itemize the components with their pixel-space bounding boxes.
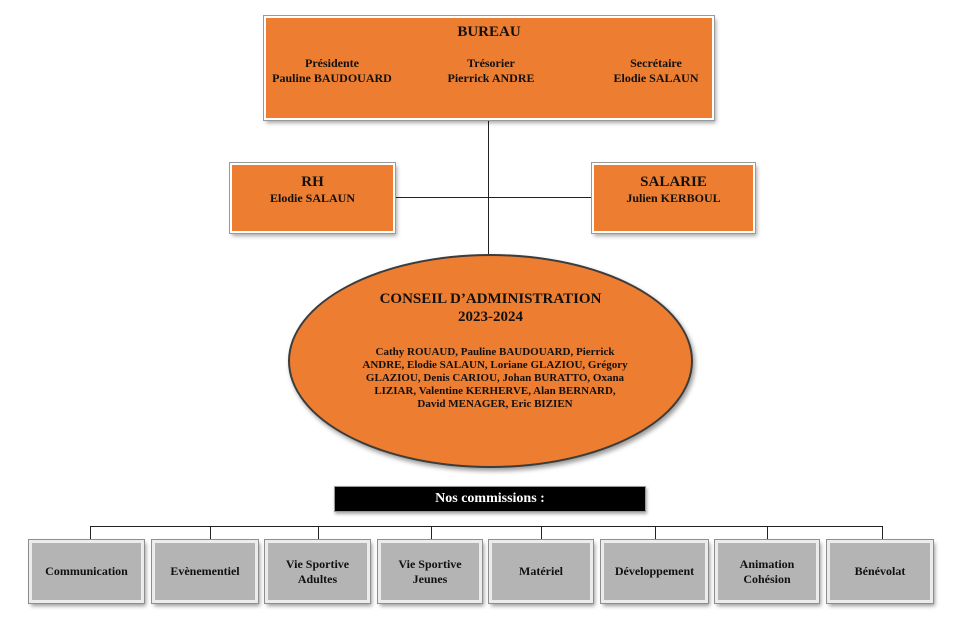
officer-role: Trésorier bbox=[467, 56, 515, 70]
commission-vie-sportive-jeunes: Vie Sportive Jeunes bbox=[377, 539, 483, 604]
conseil-ellipse: CONSEIL D’ADMINISTRATION 2023-2024 Cathy… bbox=[288, 254, 693, 468]
salarie-box: SALARIE Julien KERBOUL bbox=[591, 162, 756, 234]
rh-name: Elodie SALAUN bbox=[269, 191, 355, 205]
commission-evenementiel: Evènementiel bbox=[151, 539, 259, 604]
bureau-box: BUREAU Présidente Pauline BAUDOUARD Trés… bbox=[263, 15, 715, 121]
rh-title: RH bbox=[301, 174, 324, 190]
commission-materiel: Matériel bbox=[488, 539, 594, 604]
officer-name: Pauline BAUDOUARD bbox=[272, 71, 392, 85]
officer-name: Elodie SALAUN bbox=[613, 71, 699, 85]
connector-bureau-to-ca bbox=[488, 120, 489, 254]
commission-animation-cohesion: Animation Cohésion bbox=[714, 539, 820, 604]
connector-rh-salarie bbox=[395, 197, 592, 198]
commission-developpement: Développement bbox=[600, 539, 709, 604]
conseil-years: 2023-2024 bbox=[458, 309, 523, 325]
officer-name: Pierrick ANDRE bbox=[447, 71, 535, 85]
salarie-name: Julien KERBOUL bbox=[626, 191, 721, 205]
connector-drop bbox=[431, 526, 432, 540]
rh-box: RH Elodie SALAUN bbox=[229, 162, 396, 234]
connector-drop bbox=[541, 526, 542, 540]
commission-vie-sportive-adultes: Vie Sportive Adultes bbox=[264, 539, 371, 604]
officer-tresorier: Trésorier Pierrick ANDRE bbox=[431, 56, 551, 86]
connector-commissions-bus bbox=[90, 526, 882, 527]
officer-presidente: Présidente Pauline BAUDOUARD bbox=[272, 56, 392, 86]
officer-role: Présidente bbox=[305, 56, 359, 70]
salarie-title: SALARIE bbox=[640, 174, 707, 190]
conseil-members: Cathy ROUAUD, Pauline BAUDOUARD, Pierric… bbox=[362, 346, 628, 410]
commission-communication: Communication bbox=[28, 539, 145, 604]
connector-drop bbox=[318, 526, 319, 540]
connector-drop bbox=[90, 526, 91, 540]
officer-role: Secrétaire bbox=[630, 56, 682, 70]
bureau-title: BUREAU bbox=[457, 24, 521, 40]
commission-benevolat: Bénévolat bbox=[826, 539, 934, 604]
connector-drop bbox=[767, 526, 768, 540]
conseil-title: CONSEIL D’ADMINISTRATION bbox=[379, 291, 602, 307]
commissions-header: Nos commissions : bbox=[334, 486, 646, 512]
connector-drop bbox=[210, 526, 211, 540]
conseil-title-block: CONSEIL D’ADMINISTRATION 2023-2024 bbox=[290, 290, 691, 326]
connector-drop bbox=[655, 526, 656, 540]
connector-drop bbox=[882, 526, 883, 540]
officer-secretaire: Secrétaire Elodie SALAUN bbox=[601, 56, 711, 86]
